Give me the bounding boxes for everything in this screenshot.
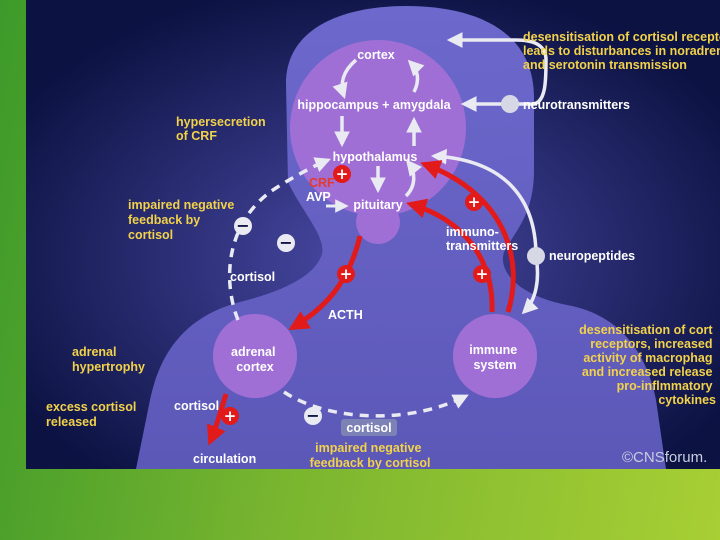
acth-label: ACTH (328, 308, 363, 322)
impaired-feedback-left-annotation: impaired negative feedback by cortisol (128, 198, 238, 242)
plus-sign-immuno-hypothalamus: + (465, 193, 483, 211)
impaired-feedback-bottom-annotation: impaired negative feedback by cortisol (310, 441, 431, 469)
plus-sign-circulation: + (221, 407, 239, 425)
cortex-label: cortex (357, 48, 395, 62)
svg-text:+: + (224, 407, 237, 425)
arrow-neuropeptides-to-hypothalamus (430, 148, 538, 257)
svg-text:+: + (468, 193, 481, 211)
cortisol-left-label: cortisol (230, 270, 275, 284)
hypothalamus-label: hypothalamus (333, 150, 418, 164)
cortisol-adrenal-label: cortisol (174, 399, 219, 413)
svg-text:+: + (340, 265, 353, 283)
adrenal-cortex-circle (213, 314, 297, 398)
dashed-feedback-left (227, 157, 331, 321)
hippocampus-amygdala-label: hippocampus + amygdala (297, 98, 451, 112)
adrenal-cortex-label: adrenal cortex (231, 345, 279, 374)
arrow-cortisol-to-circulation (207, 393, 229, 446)
immune-system-circle (453, 314, 537, 398)
plus-sign-immuno-pituitary: + (473, 265, 491, 283)
svg-text:−: − (279, 233, 292, 252)
minus-sign-feedback-1: − (234, 216, 252, 235)
cortisol-box (341, 419, 397, 436)
arrow-neurotransmitters-to-cortex (446, 32, 548, 106)
plus-sign-acth: + (337, 265, 355, 283)
dashed-feedback-bottom (283, 390, 469, 418)
immune-system-label: immune system (469, 343, 520, 372)
desensitisation-right-annotation: desensitisation of cort receptors, incre… (579, 323, 716, 407)
hpa-axis-diagram: + + + + + − − − cortisol cortex hippocam… (26, 0, 720, 469)
cnsforum-logo: ©CNSforum. (622, 449, 707, 466)
arrow-hippocampus-to-cortex (407, 59, 425, 93)
neurotransmitters-label: neurotransmitters (523, 98, 630, 112)
arrow-cortex-to-hippocampus (332, 58, 358, 99)
arrow-acth (288, 235, 363, 331)
avp-label: AVP (306, 190, 331, 204)
desensitisation-top-annotation: desensitisation of cortisol recepto lead… (523, 30, 720, 72)
circulation-label: circulation (193, 452, 256, 466)
crf-label: CRF (309, 176, 335, 190)
excess-cortisol-annotation: excess cortisol released (46, 400, 140, 429)
pituitary-circle (356, 200, 400, 244)
minus-sign-feedback-bottom: − (304, 406, 322, 425)
arrow-immune-to-hypothalamus (420, 160, 516, 313)
hypersecretion-annotation: hypersecretion of CRF (176, 115, 269, 143)
cortisol-box-label: cortisol (346, 421, 391, 435)
svg-text:+: + (336, 165, 349, 183)
neurotransmitters-dot (501, 95, 519, 113)
adrenal-hypertrophy-annotation: adrenal hypertrophy (72, 345, 145, 374)
svg-text:−: − (306, 406, 319, 425)
neuropeptides-dot (527, 247, 545, 265)
arrow-pituitary-to-hypothalamus (404, 159, 423, 198)
plus-sign-crf: + (333, 165, 351, 183)
pituitary-label: pituitary (353, 198, 402, 212)
neuropeptides-label: neuropeptides (549, 249, 635, 263)
svg-text:−: − (236, 216, 249, 235)
minus-sign-feedback-2: − (277, 233, 295, 252)
svg-text:+: + (476, 265, 489, 283)
arrow-immune-to-pituitary (406, 198, 495, 313)
immunotransmitters-label: immuno- transmitters (446, 225, 518, 253)
